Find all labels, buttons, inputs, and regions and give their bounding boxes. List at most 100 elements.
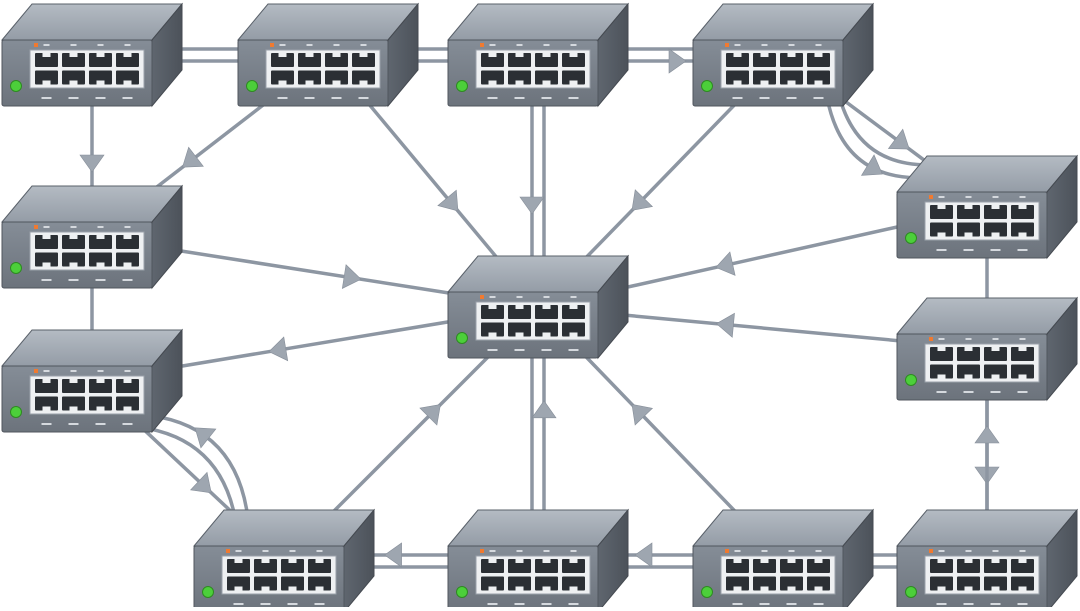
ethernet-port[interactable]	[62, 379, 85, 393]
ethernet-port[interactable]	[62, 70, 85, 85]
switch-left-2[interactable]	[0, 328, 184, 434]
switch-left-1[interactable]	[0, 184, 184, 290]
ethernet-port[interactable]	[62, 396, 85, 411]
ethernet-port[interactable]	[535, 322, 558, 337]
ethernet-port[interactable]	[308, 576, 331, 591]
ethernet-port[interactable]	[535, 70, 558, 85]
ethernet-port[interactable]	[281, 559, 304, 573]
ethernet-port[interactable]	[562, 576, 585, 591]
switch-bottom-1[interactable]	[192, 508, 376, 611]
ethernet-port[interactable]	[562, 322, 585, 337]
ethernet-port[interactable]	[726, 559, 749, 573]
ethernet-port[interactable]	[1011, 364, 1034, 379]
ethernet-port[interactable]	[116, 235, 139, 249]
switch-bottom-4[interactable]	[895, 508, 1079, 611]
ethernet-port[interactable]	[62, 53, 85, 67]
ethernet-port[interactable]	[930, 576, 953, 591]
ethernet-port[interactable]	[930, 222, 953, 237]
ethernet-port[interactable]	[930, 205, 953, 219]
ethernet-port[interactable]	[298, 53, 321, 67]
ethernet-port[interactable]	[508, 576, 531, 591]
ethernet-port[interactable]	[481, 559, 504, 573]
ethernet-port[interactable]	[35, 379, 58, 393]
ethernet-port[interactable]	[35, 235, 58, 249]
ethernet-port[interactable]	[352, 70, 375, 85]
ethernet-port[interactable]	[35, 252, 58, 267]
switch-top-1[interactable]	[0, 2, 184, 108]
ethernet-port[interactable]	[562, 53, 585, 67]
ethernet-port[interactable]	[930, 559, 953, 573]
ethernet-port[interactable]	[254, 576, 277, 591]
ethernet-port[interactable]	[535, 305, 558, 319]
switch-center[interactable]	[446, 254, 630, 360]
switch-top-4[interactable]	[691, 2, 875, 108]
ethernet-port[interactable]	[753, 576, 776, 591]
ethernet-port[interactable]	[227, 559, 250, 573]
ethernet-port[interactable]	[753, 70, 776, 85]
ethernet-port[interactable]	[984, 576, 1007, 591]
ethernet-port[interactable]	[508, 70, 531, 85]
ethernet-port[interactable]	[807, 53, 830, 67]
ethernet-port[interactable]	[308, 559, 331, 573]
ethernet-port[interactable]	[753, 53, 776, 67]
ethernet-port[interactable]	[116, 252, 139, 267]
ethernet-port[interactable]	[562, 559, 585, 573]
ethernet-port[interactable]	[1011, 576, 1034, 591]
ethernet-port[interactable]	[807, 70, 830, 85]
ethernet-port[interactable]	[89, 70, 112, 85]
ethernet-port[interactable]	[984, 559, 1007, 573]
ethernet-port[interactable]	[726, 576, 749, 591]
ethernet-port[interactable]	[116, 396, 139, 411]
ethernet-port[interactable]	[780, 53, 803, 67]
ethernet-port[interactable]	[562, 305, 585, 319]
ethernet-port[interactable]	[271, 70, 294, 85]
ethernet-port[interactable]	[1011, 347, 1034, 361]
ethernet-port[interactable]	[780, 559, 803, 573]
ethernet-port[interactable]	[325, 53, 348, 67]
ethernet-port[interactable]	[481, 305, 504, 319]
ethernet-port[interactable]	[535, 559, 558, 573]
ethernet-port[interactable]	[116, 379, 139, 393]
ethernet-port[interactable]	[753, 559, 776, 573]
ethernet-port[interactable]	[726, 70, 749, 85]
ethernet-port[interactable]	[227, 576, 250, 591]
ethernet-port[interactable]	[508, 322, 531, 337]
ethernet-port[interactable]	[89, 53, 112, 67]
ethernet-port[interactable]	[984, 222, 1007, 237]
ethernet-port[interactable]	[116, 53, 139, 67]
ethernet-port[interactable]	[1011, 205, 1034, 219]
ethernet-port[interactable]	[481, 322, 504, 337]
switch-top-2[interactable]	[236, 2, 420, 108]
ethernet-port[interactable]	[271, 53, 294, 67]
switch-bottom-3[interactable]	[691, 508, 875, 611]
ethernet-port[interactable]	[298, 70, 321, 85]
ethernet-port[interactable]	[89, 252, 112, 267]
switch-right-2[interactable]	[895, 296, 1079, 402]
ethernet-port[interactable]	[481, 53, 504, 67]
ethernet-port[interactable]	[35, 70, 58, 85]
ethernet-port[interactable]	[957, 559, 980, 573]
ethernet-port[interactable]	[481, 70, 504, 85]
ethernet-port[interactable]	[984, 347, 1007, 361]
ethernet-port[interactable]	[116, 70, 139, 85]
ethernet-port[interactable]	[807, 576, 830, 591]
ethernet-port[interactable]	[89, 396, 112, 411]
ethernet-port[interactable]	[1011, 559, 1034, 573]
ethernet-port[interactable]	[35, 53, 58, 67]
ethernet-port[interactable]	[481, 576, 504, 591]
switch-top-3[interactable]	[446, 2, 630, 108]
ethernet-port[interactable]	[1011, 222, 1034, 237]
ethernet-port[interactable]	[508, 559, 531, 573]
ethernet-port[interactable]	[957, 364, 980, 379]
switch-right-1[interactable]	[895, 154, 1079, 260]
ethernet-port[interactable]	[562, 70, 585, 85]
ethernet-port[interactable]	[281, 576, 304, 591]
ethernet-port[interactable]	[957, 205, 980, 219]
ethernet-port[interactable]	[62, 252, 85, 267]
ethernet-port[interactable]	[62, 235, 85, 249]
ethernet-port[interactable]	[35, 396, 58, 411]
ethernet-port[interactable]	[254, 559, 277, 573]
ethernet-port[interactable]	[957, 347, 980, 361]
ethernet-port[interactable]	[984, 205, 1007, 219]
ethernet-port[interactable]	[780, 70, 803, 85]
